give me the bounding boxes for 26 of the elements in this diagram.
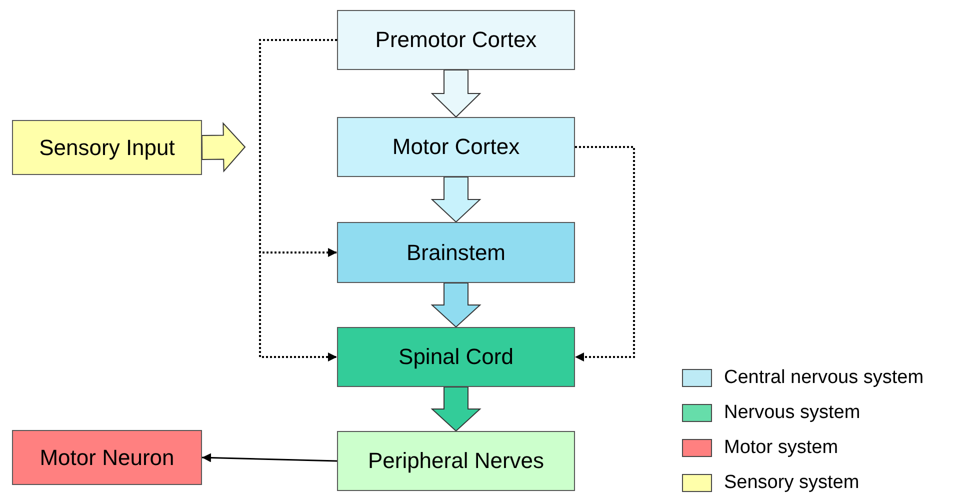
block-arrow (430, 282, 482, 328)
process-box (12, 430, 202, 485)
block-arrow (430, 386, 482, 432)
arrow (202, 453, 338, 462)
block-arrow (430, 70, 482, 118)
legend-label: Motor system (724, 436, 838, 460)
dotted-arrow (575, 146, 635, 362)
dotted-arrow (259, 39, 337, 362)
process-box (337, 327, 575, 387)
process-box (337, 222, 575, 283)
process-box (12, 120, 202, 175)
box-label: Sensory Input (39, 134, 175, 162)
box-label: Brainstem (406, 238, 506, 266)
box-label: Motor Neuron (40, 444, 174, 472)
box-label: Peripheral Nerves (368, 447, 544, 475)
box-label: Premotor Cortex (375, 26, 537, 54)
process-box (337, 117, 575, 177)
legend-label: Nervous system (724, 400, 860, 425)
block-arrow (430, 176, 482, 223)
process-box (337, 431, 575, 491)
box-label: Spinal Cord (398, 343, 514, 371)
legend-label: Sensory system (724, 470, 860, 493)
block-arrow (201, 122, 246, 172)
legend-label: Central nervous system (724, 366, 924, 390)
box-label: Motor Cortex (392, 133, 520, 161)
process-box (337, 10, 575, 70)
